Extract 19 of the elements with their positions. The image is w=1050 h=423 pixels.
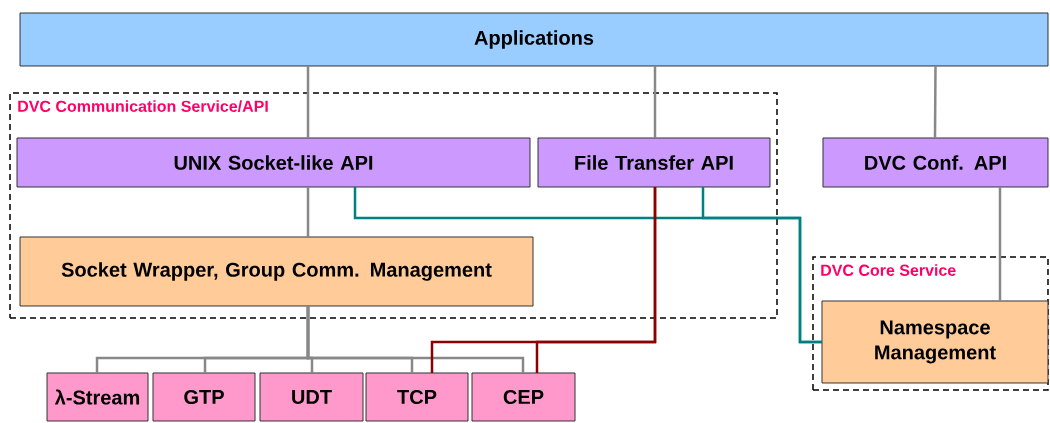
module-box: Socket Wrapper, Group Comm. Management — [19, 236, 534, 307]
connector-line — [933, 66, 937, 138]
application-bar: Applications — [19, 12, 1049, 67]
api-box: DVC Conf. API — [822, 137, 1049, 188]
protocol-box: CEP — [471, 372, 576, 422]
connector-line — [306, 306, 525, 373]
connector-line — [701, 187, 822, 344]
protocol-box: λ-Stream — [46, 372, 149, 422]
connector-line — [653, 66, 657, 138]
api-box: File Transfer API — [537, 137, 771, 188]
api-box: UNIX Socket-like API — [16, 137, 531, 188]
protocol-box: UDT — [259, 372, 364, 422]
module-box: Namespace Management — [821, 300, 1049, 384]
protocol-box: GTP — [152, 372, 256, 422]
connector-line — [306, 66, 310, 138]
connector-line — [535, 187, 657, 373]
protocol-box: TCP — [365, 372, 469, 422]
connector-line — [306, 187, 310, 237]
connector-line — [998, 187, 1002, 301]
